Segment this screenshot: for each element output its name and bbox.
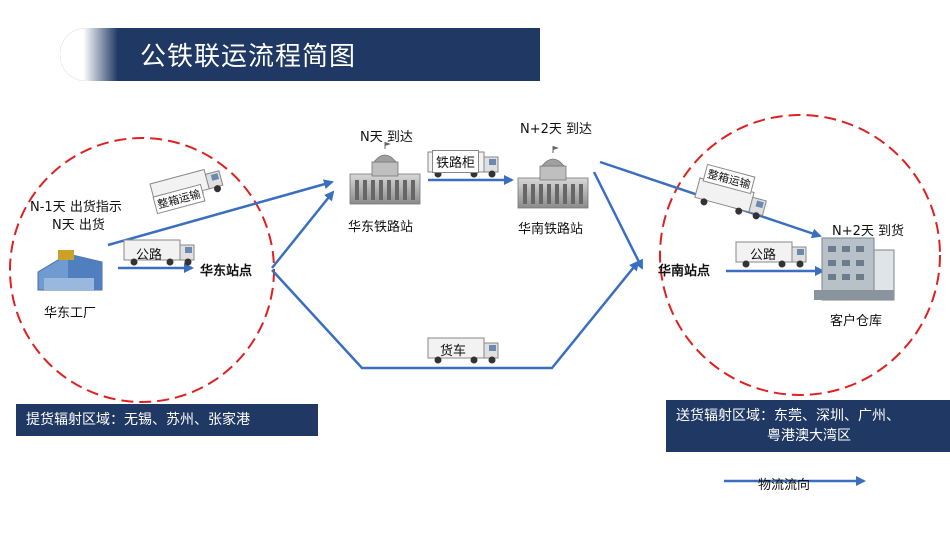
pickup-region-text: 提货辐射区域：无锡、苏州、张家港 (26, 412, 250, 428)
rail-container-label: 铁路柜 (432, 150, 480, 173)
warehouse-icon (814, 237, 895, 301)
east-point-label: 华东站点 (200, 264, 253, 279)
pickup-area-circle (9, 137, 275, 403)
legend-label: 物流流向 (758, 478, 811, 493)
factory-time-line1: N-1天 出货指示 (30, 200, 122, 215)
south-point-label: 华南站点 (658, 264, 711, 279)
arrow-south-station-to-south-point (592, 171, 644, 270)
arrow-factory-to-east-station (107, 179, 334, 247)
title-bar (60, 28, 540, 81)
cargo-truck-label: 货车 (440, 344, 467, 359)
east-station-label: 华东铁路站 (348, 220, 414, 235)
south-station-icon (517, 145, 589, 209)
arrow-east-point-truck-route (271, 260, 640, 370)
south-station-label: 华南铁路站 (518, 222, 584, 237)
factory-time-line2: N天 出货 (52, 218, 105, 233)
east-station-time: N天 到达 (360, 130, 413, 145)
page-title: 公铁联运流程简图 (140, 42, 357, 72)
road-label-east: 公路 (750, 248, 777, 263)
customer-label: 客户仓库 (830, 314, 883, 329)
delivery-area-circle (659, 114, 941, 396)
arrow-east-point-to-east-station (271, 190, 335, 269)
south-station-time: N+2天 到达 (520, 122, 593, 137)
title-swoosh (60, 28, 118, 81)
pickup-region-box: 提货辐射区域：无锡、苏州、张家港 (16, 404, 318, 436)
factory-label: 华东工厂 (44, 306, 97, 321)
customer-time: N+2天 到货 (832, 224, 905, 239)
road-label-west: 公路 (136, 248, 163, 263)
delivery-region-line2: 粤港澳大湾区 (767, 428, 851, 444)
delivery-region-line1: 送货辐射区域：东莞、深圳、广州、 (676, 408, 900, 424)
delivery-region-box: 送货辐射区域：东莞、深圳、广州、 粤港澳大湾区 (666, 400, 950, 452)
east-station-icon (349, 141, 421, 205)
factory-icon (37, 250, 103, 291)
